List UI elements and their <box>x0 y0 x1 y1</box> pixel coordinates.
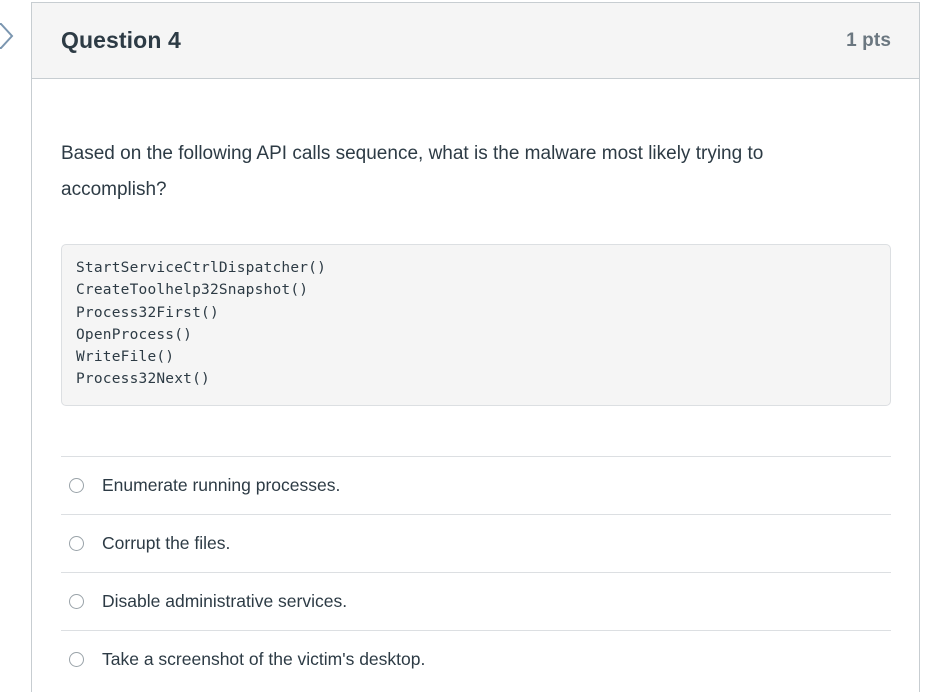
answer-option-label: Corrupt the files. <box>102 533 231 554</box>
question-body: Based on the following API calls sequenc… <box>32 79 919 688</box>
api-call-sequence-block: StartServiceCtrlDispatcher() CreateToolh… <box>61 244 891 406</box>
answer-option-4[interactable]: Take a screenshot of the victim's deskto… <box>61 629 891 688</box>
answer-options-list: Enumerate running processes. Corrupt the… <box>61 455 891 688</box>
question-header: Question 4 1 pts <box>32 3 919 79</box>
code-line: OpenProcess() <box>76 326 193 343</box>
code-line: Process32Next() <box>76 371 210 388</box>
question-flag-marker[interactable] <box>0 23 14 49</box>
radio-button-icon[interactable] <box>69 477 84 493</box>
answer-option-label: Take a screenshot of the victim's deskto… <box>102 649 426 670</box>
page-title: Question 4 <box>61 27 181 53</box>
answer-option-1[interactable]: Enumerate running processes. <box>61 455 891 514</box>
radio-button-icon[interactable] <box>69 651 84 667</box>
code-line: Process32First() <box>76 304 219 321</box>
code-line: StartServiceCtrlDispatcher() <box>76 260 327 276</box>
code-line: CreateToolhelp32Snapshot() <box>76 282 309 299</box>
radio-button-icon[interactable] <box>69 535 84 551</box>
question-prompt: Based on the following API calls sequenc… <box>61 143 764 200</box>
radio-button-icon[interactable] <box>69 593 84 609</box>
code-line: WriteFile() <box>76 349 175 366</box>
points-badge: 1 pts <box>846 29 891 51</box>
answer-option-label: Enumerate running processes. <box>102 475 341 496</box>
answer-option-2[interactable]: Corrupt the files. <box>61 513 891 572</box>
answer-option-3[interactable]: Disable administrative services. <box>61 571 891 630</box>
answer-option-label: Disable administrative services. <box>102 591 348 612</box>
question-card: Question 4 1 pts Based on the following … <box>31 2 920 692</box>
